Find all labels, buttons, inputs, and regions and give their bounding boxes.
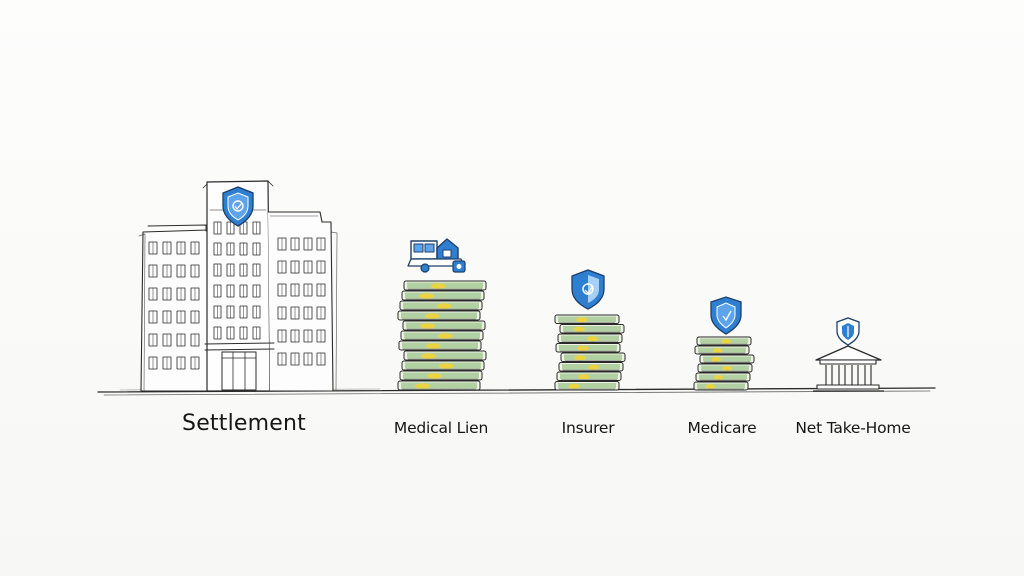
net-take-home-label: Net Take-Home [795, 419, 911, 437]
insurer-label: Insurer [561, 419, 615, 437]
bank-building-icon [813, 345, 884, 392]
shield-icon [571, 269, 605, 310]
medicare-label: Medicare [687, 419, 757, 437]
settlement-label: Settlement [182, 411, 306, 436]
shield-icon [836, 317, 860, 346]
medical-lien-money-stack [397, 280, 487, 391]
medical-lien-label: Medical Lien [393, 419, 489, 437]
insurer-money-stack [554, 314, 626, 391]
shield-icon [222, 186, 254, 227]
medicare-money-stack [693, 336, 755, 391]
shield-icon [710, 296, 742, 335]
ambulance-and-house-icon [407, 238, 466, 273]
settlement-building [138, 180, 338, 393]
